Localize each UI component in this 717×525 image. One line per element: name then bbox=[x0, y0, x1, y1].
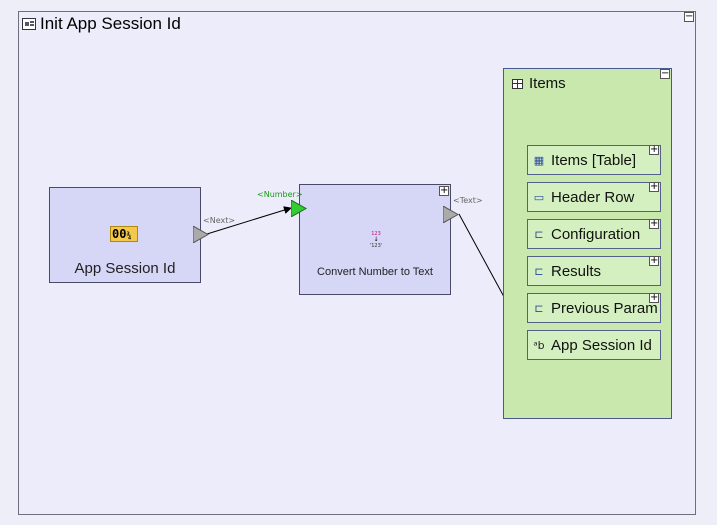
item-label: Items [Table] bbox=[551, 151, 637, 169]
next-port-label: <Next> bbox=[203, 216, 236, 225]
next-output-port[interactable] bbox=[193, 226, 209, 243]
item-label: Header Row bbox=[551, 188, 635, 206]
item-items-table[interactable]: ▦ Items [Table] bbox=[527, 145, 661, 175]
item-label: Configuration bbox=[551, 225, 641, 243]
item-results[interactable]: ⊏ Results bbox=[527, 256, 661, 286]
item-configuration[interactable]: ⊏ Configuration bbox=[527, 219, 661, 249]
item-label: Results bbox=[551, 262, 602, 280]
structure-icon: ⊏ bbox=[534, 227, 544, 241]
header-row-expand-button[interactable]: + bbox=[649, 181, 659, 192]
workflow-collapse-button[interactable]: − bbox=[684, 11, 694, 22]
text-output-port[interactable] bbox=[443, 206, 459, 223]
item-label: Previous Param bbox=[551, 299, 658, 317]
configuration-expand-button[interactable]: + bbox=[649, 218, 659, 229]
table-grid-icon: ▦ bbox=[533, 153, 545, 167]
connection-next-to-number[interactable] bbox=[206, 206, 292, 235]
number-input-port[interactable] bbox=[291, 200, 307, 217]
items-panel-title: Items bbox=[512, 75, 566, 92]
item-app-session-id[interactable]: ᵃb App Session Id bbox=[527, 330, 661, 360]
structure-icon: ⊏ bbox=[534, 264, 544, 278]
workflow-title-text: Init App Session Id bbox=[40, 14, 181, 33]
convert-number-node[interactable]: 123 ↓ '123' Convert Number to Text bbox=[299, 184, 451, 295]
item-previous-param[interactable]: ⊏ Previous Param bbox=[527, 293, 661, 323]
table-icon bbox=[512, 78, 523, 89]
counter-icon: 00¾ bbox=[110, 226, 138, 242]
items-panel[interactable]: Items − ▦ Items [Table] ▭ Header Row ⊏ C… bbox=[503, 68, 672, 419]
items-panel-collapse-button[interactable]: − bbox=[660, 68, 670, 79]
app-session-node-label: App Session Id bbox=[74, 260, 176, 277]
app-session-id-node[interactable]: 00¾ App Session Id bbox=[49, 187, 201, 283]
convert-icon: 123 ↓ '123' bbox=[369, 231, 383, 249]
previous-param-expand-button[interactable]: + bbox=[649, 292, 659, 303]
text-port-label: <Text> bbox=[453, 196, 483, 205]
items-panel-title-text: Items bbox=[529, 75, 566, 92]
row-icon: ▭ bbox=[533, 190, 545, 204]
workflow-icon bbox=[22, 18, 36, 30]
convert-node-expand-button[interactable]: + bbox=[439, 185, 449, 196]
item-label: App Session Id bbox=[551, 336, 652, 354]
items-table-expand-button[interactable]: + bbox=[649, 144, 659, 155]
item-header-row[interactable]: ▭ Header Row bbox=[527, 182, 661, 212]
number-port-label: <Number> bbox=[257, 190, 303, 199]
text-icon: ᵃb bbox=[533, 338, 545, 352]
workflow-title: Init App Session Id bbox=[22, 14, 181, 34]
results-expand-button[interactable]: + bbox=[649, 255, 659, 266]
structure-icon: ⊏ bbox=[534, 301, 544, 315]
convert-node-label: Convert Number to Text bbox=[317, 266, 433, 278]
